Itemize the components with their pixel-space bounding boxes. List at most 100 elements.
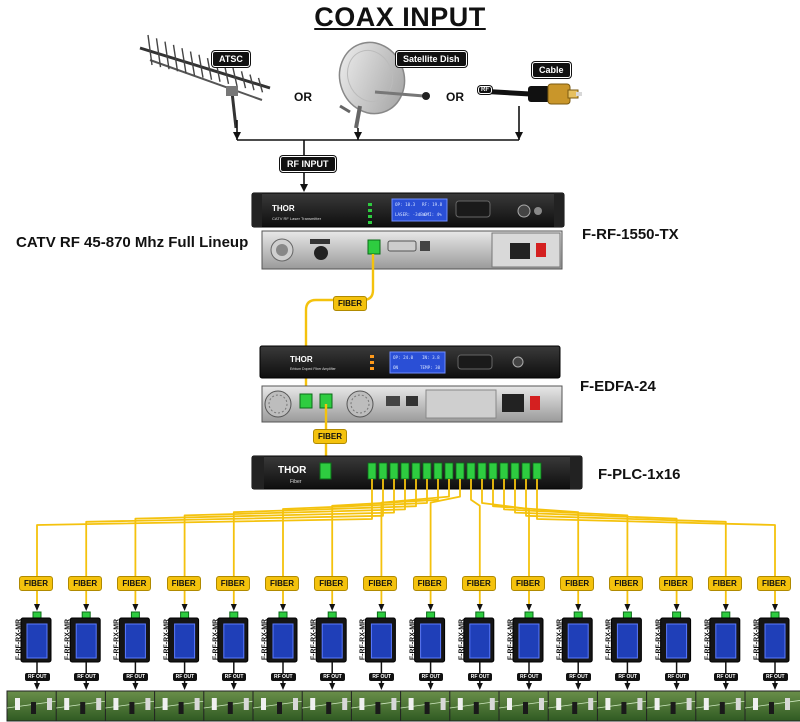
fiber-arrow bbox=[329, 604, 336, 611]
edfa-front-text: Erbium Doped Fiber Amplifier bbox=[290, 367, 337, 371]
plc-output-port bbox=[433, 462, 443, 480]
edfa-lcd-line-4: TEMP: 30 bbox=[420, 365, 441, 370]
plc-output-port bbox=[510, 462, 520, 480]
or-label-2: OR bbox=[446, 90, 464, 104]
player-figure bbox=[293, 698, 298, 710]
fiber-to-receiver bbox=[470, 479, 481, 608]
rf-out-arrow bbox=[280, 683, 286, 690]
rf-out-tag: RF OUT bbox=[271, 673, 296, 681]
player-figure bbox=[523, 702, 528, 714]
coax-cable-icon bbox=[477, 83, 582, 105]
edfa-brand: THOR bbox=[290, 355, 313, 364]
player-figure bbox=[440, 698, 446, 710]
fiber-arrow bbox=[575, 604, 582, 611]
player-figure bbox=[178, 702, 184, 714]
player-figure bbox=[113, 698, 119, 710]
plc-output-port bbox=[367, 462, 377, 480]
receiver-model-label: F-RF-RX-MR bbox=[704, 618, 712, 661]
tx-lcd-display bbox=[391, 198, 448, 222]
receiver-panel bbox=[75, 623, 97, 659]
receiver-panel bbox=[715, 623, 737, 659]
receiver-model-label: F-RF-RX-MR bbox=[359, 618, 367, 661]
receiver-input-port bbox=[180, 611, 190, 619]
fiber-tag-receiver: FIBER bbox=[314, 576, 349, 591]
player-figure bbox=[539, 698, 544, 710]
fiber-tag-receiver: FIBER bbox=[215, 576, 250, 591]
rf-out-arrow bbox=[772, 683, 778, 690]
receiver-input-port bbox=[32, 611, 42, 619]
fiber-arrow bbox=[624, 604, 631, 611]
fiber-tag-receiver: FIBER bbox=[707, 576, 742, 591]
fiber-to-receiver bbox=[134, 479, 395, 608]
fiber-arrow bbox=[83, 604, 90, 611]
fiber-arrow bbox=[132, 604, 139, 611]
receiver-panel bbox=[764, 623, 786, 659]
receiver-input-port bbox=[229, 611, 239, 619]
fiber-arrow bbox=[526, 604, 532, 611]
rf-out-arrow bbox=[378, 683, 385, 690]
receiver-model-label: F-RF-RX-MR bbox=[310, 618, 318, 661]
receiver-model-label: F-RF-RX-MR bbox=[753, 618, 761, 661]
receiver-input-port bbox=[130, 611, 140, 619]
player-figure bbox=[15, 698, 20, 710]
player-figure bbox=[408, 698, 414, 710]
player-figure bbox=[489, 698, 495, 710]
edfa-lcd-line-3: ON bbox=[393, 365, 399, 370]
receiver-panel bbox=[370, 623, 392, 659]
rf-out-tag: RF OUT bbox=[221, 673, 247, 681]
fiber-to-receiver bbox=[282, 479, 428, 608]
rf-out-arrow bbox=[329, 683, 336, 690]
rf-out-tag: RF OUT bbox=[320, 673, 345, 681]
plc-output-port bbox=[521, 462, 531, 480]
player-figure bbox=[785, 698, 790, 710]
rf-input-bus bbox=[236, 106, 520, 190]
plc-output-port bbox=[499, 462, 509, 480]
rf-out-arrow bbox=[230, 683, 237, 690]
rf-out-arrow bbox=[722, 683, 729, 690]
plc-output-port bbox=[422, 462, 432, 480]
receiver-input-port bbox=[376, 611, 386, 619]
rf-out-tag: RF OUT bbox=[517, 673, 542, 681]
receiver-input-port bbox=[524, 611, 534, 619]
receiver-model-label: F-RF-RX-MR bbox=[113, 618, 121, 661]
rf-out-tag: RF OUT bbox=[369, 673, 394, 681]
atsc-tag: ATSC bbox=[212, 51, 250, 67]
player-figure bbox=[80, 702, 86, 714]
receiver-panel bbox=[567, 623, 589, 659]
player-figure bbox=[588, 698, 594, 710]
player-figure bbox=[556, 698, 562, 710]
player-figure bbox=[753, 698, 758, 710]
fiber-tag-receiver: FIBER bbox=[560, 576, 595, 591]
player-figure bbox=[326, 702, 332, 714]
tx-brand: THOR bbox=[272, 204, 295, 213]
player-figure bbox=[145, 698, 151, 710]
fiber-arrow bbox=[280, 604, 286, 611]
rf-out-tag: RF OUT bbox=[25, 673, 50, 681]
player-figure bbox=[342, 698, 348, 710]
player-figure bbox=[621, 702, 627, 714]
plc-output-port bbox=[378, 462, 388, 480]
rf-out-arrow bbox=[83, 683, 90, 690]
plc-model-label: F-PLC-1x16 bbox=[598, 466, 681, 483]
edfa-lcd-display bbox=[389, 351, 446, 374]
rf-out-arrow bbox=[526, 683, 532, 690]
player-figure bbox=[473, 702, 479, 714]
rf-out-tag: RF OUT bbox=[615, 673, 640, 681]
rf-out-tag: RF OUT bbox=[467, 673, 493, 681]
rf-out-tag: RF OUT bbox=[123, 673, 148, 681]
fiber-tag-receiver: FIBER bbox=[412, 576, 447, 591]
player-figure bbox=[703, 698, 709, 710]
fiber-to-receiver bbox=[514, 479, 678, 608]
cable-tag: Cable bbox=[532, 62, 571, 78]
fiber-tag-receiver: FIBER bbox=[117, 576, 152, 591]
receiver-panel bbox=[469, 623, 491, 659]
player-figure bbox=[654, 698, 660, 710]
fiber-arrow bbox=[673, 604, 680, 611]
receiver-panel bbox=[321, 623, 343, 659]
fiber-tag-receiver: FIBER bbox=[166, 576, 201, 591]
receiver-row bbox=[6, 611, 800, 722]
plc-brand: THOR bbox=[278, 465, 307, 476]
receiver-model-label: F-RF-RX-MR bbox=[163, 618, 171, 661]
rf-input-tag: RF INPUT bbox=[280, 156, 336, 172]
